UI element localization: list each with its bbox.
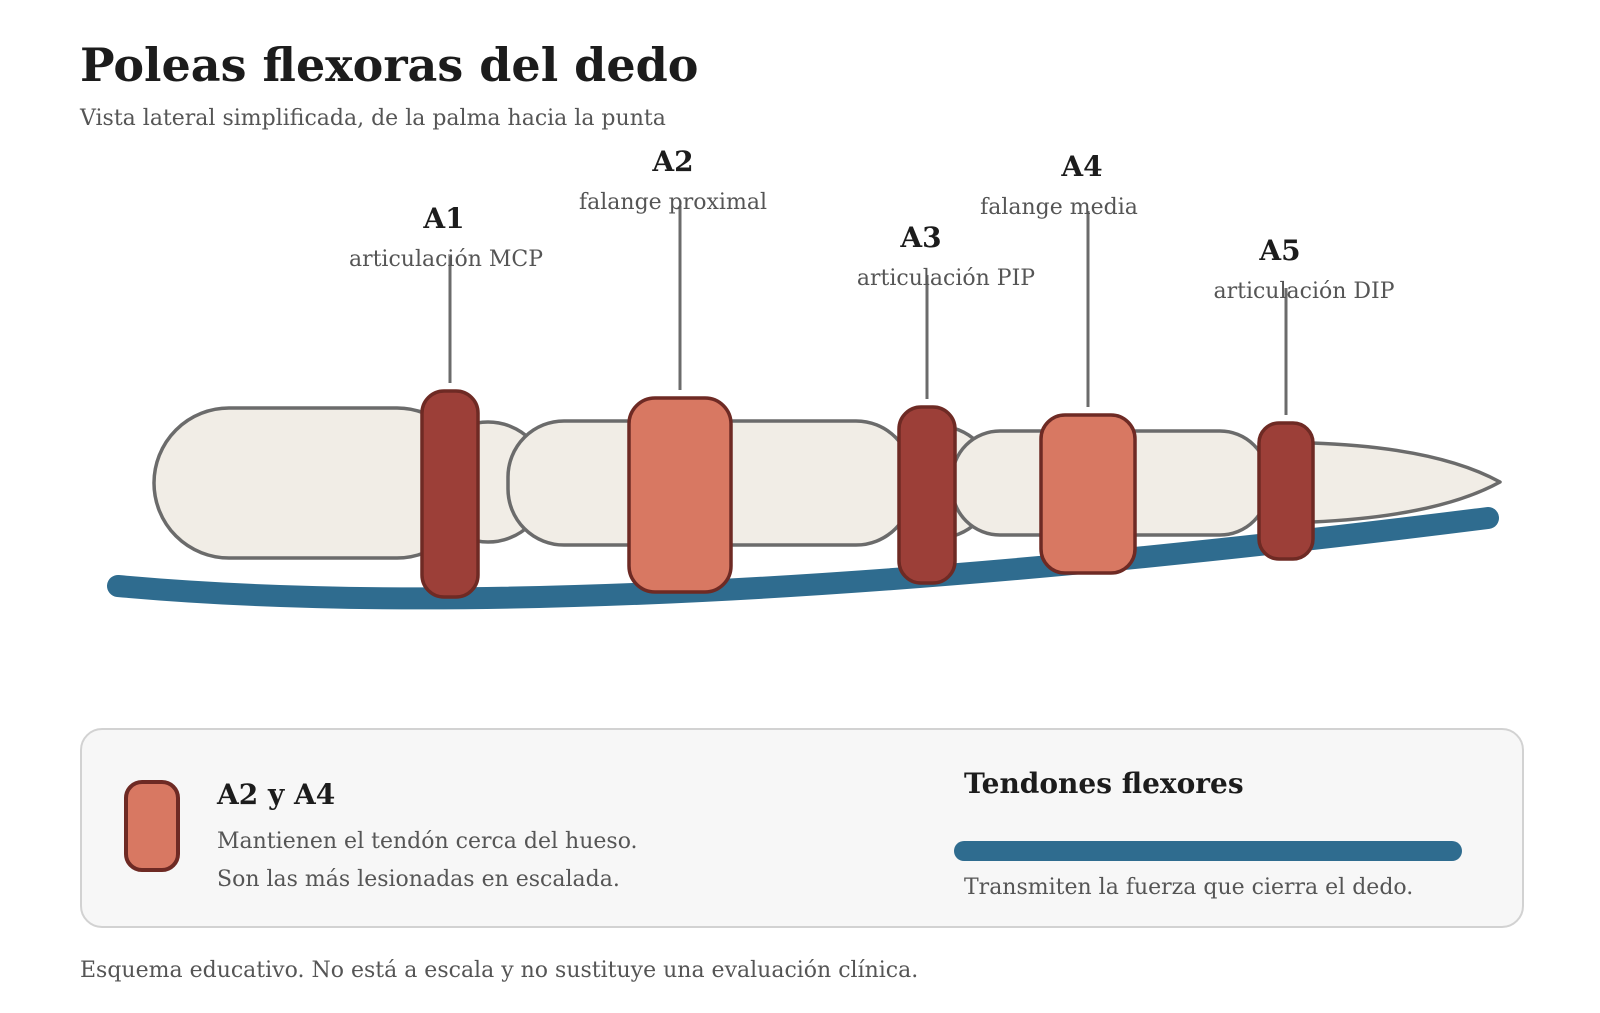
key-pulley-swatch xyxy=(124,780,180,872)
distal-phalanx-bone xyxy=(1298,441,1502,524)
footnote: Esquema educativo. No está a escala y no… xyxy=(80,958,919,983)
pulley-location-a3: articulación PIP xyxy=(857,266,1035,291)
pulley-location-a1: articulación MCP xyxy=(349,247,543,272)
legend-key-pulleys-line1: Mantienen el tendón cerca del hueso. xyxy=(217,829,638,854)
pulley-a2 xyxy=(627,396,733,594)
pulley-label-a1: A1 xyxy=(422,202,464,235)
pulley-label-a4: A4 xyxy=(1060,150,1102,183)
pulley-a4 xyxy=(1039,413,1137,575)
pulley-label-a5: A5 xyxy=(1258,234,1300,267)
diagram-title: Poleas flexoras del dedo xyxy=(80,38,699,92)
diagram-subtitle: Vista lateral simplificada, de la palma … xyxy=(80,106,666,131)
pulley-location-a2: falange proximal xyxy=(579,190,767,215)
pulley-a3 xyxy=(897,405,957,585)
legend-tendon-title: Tendones flexores xyxy=(964,767,1244,800)
pulley-location-a4: falange media xyxy=(980,195,1138,220)
legend-key-pulleys-title: A2 y A4 xyxy=(217,778,336,811)
pulley-a1 xyxy=(420,389,480,599)
pulley-a5 xyxy=(1257,421,1315,561)
pulley-label-a3: A3 xyxy=(899,221,941,254)
legend-tendon-description: Transmiten la fuerza que cierra el dedo. xyxy=(964,875,1414,900)
tendon-swatch xyxy=(954,841,1462,861)
legend-key-pulleys-line2: Son las más lesionadas en escalada. xyxy=(217,867,620,892)
legend-panel: A2 y A4 Mantienen el tendón cerca del hu… xyxy=(80,728,1524,928)
pulley-location-a5: articulación DIP xyxy=(1213,279,1394,304)
pulley-label-a2: A2 xyxy=(651,145,693,178)
